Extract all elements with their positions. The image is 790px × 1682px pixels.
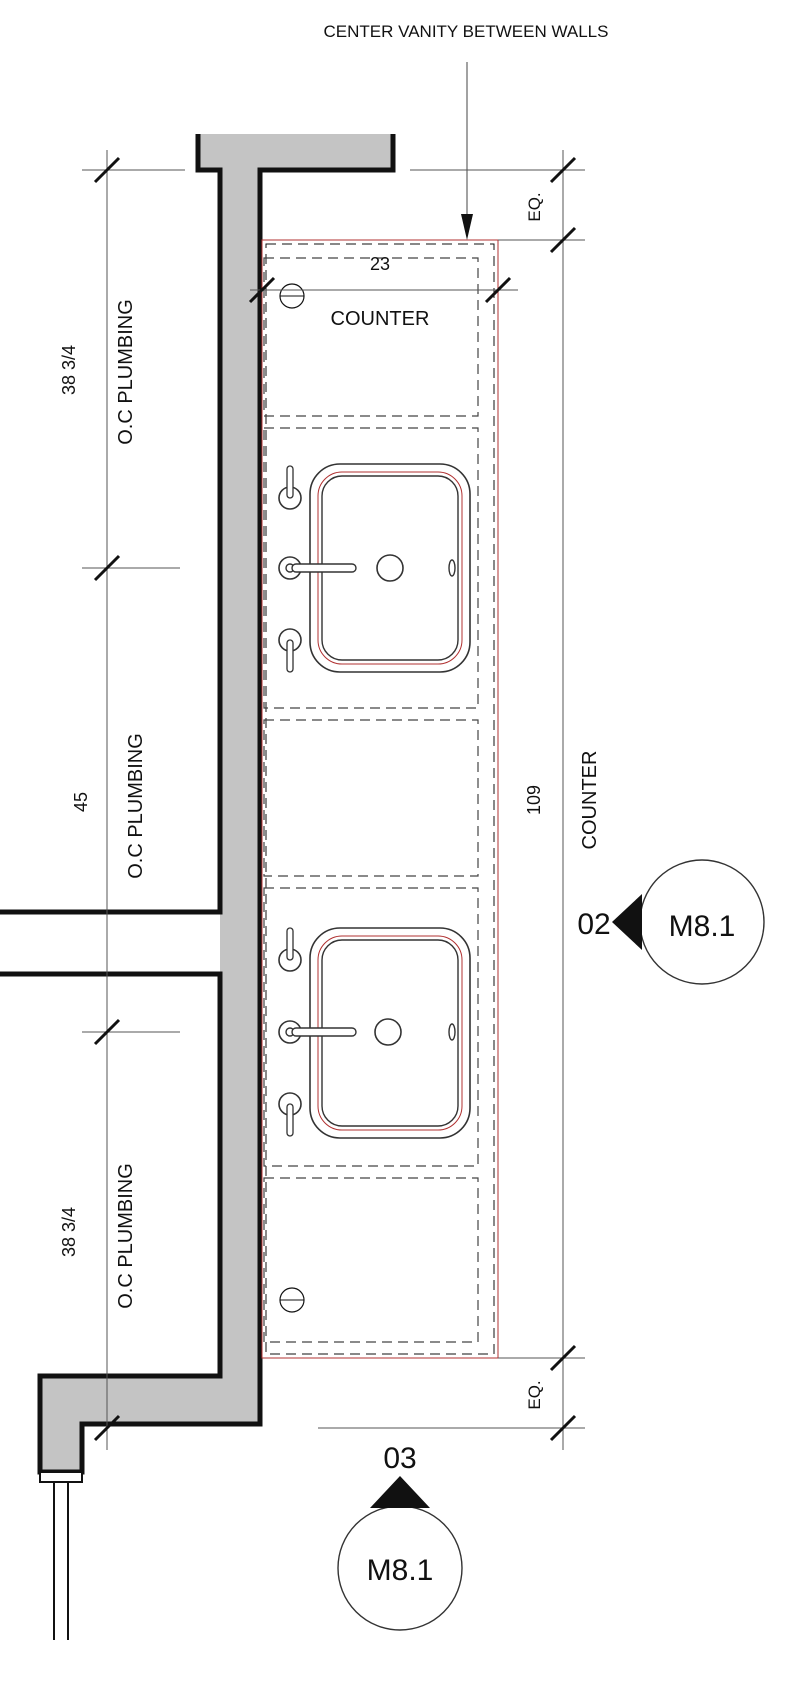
cabinet-5 (263, 1177, 479, 1343)
section-marker-bottom[interactable]: 03 M8.1 (337, 1442, 463, 1631)
section-arrow-left-icon (612, 894, 642, 950)
main-wall (0, 134, 393, 1472)
overflow-icon (448, 559, 456, 577)
pipe-cap (39, 1471, 83, 1483)
length-dimension: 109 (524, 785, 544, 815)
eq-bottom-label: EQ. (525, 1380, 544, 1409)
sink-upper (278, 463, 471, 673)
counter-side-label: COUNTER (579, 751, 601, 850)
wall-fill-foot (40, 1424, 82, 1472)
section-arrow-up-icon (370, 1476, 430, 1508)
plumbing-mid-dimension: 45 (71, 792, 91, 812)
annotations: CENTER VANITY BETWEEN WALLS 23 COUNTER E… (59, 22, 608, 1410)
overflow-icon (448, 1023, 456, 1041)
section-bottom-sheet: M8.1 (367, 1554, 434, 1587)
cabinet-1 (263, 257, 479, 417)
section-bottom-number: 03 (383, 1442, 416, 1475)
counter (261, 239, 499, 1359)
sink-lower (278, 927, 471, 1139)
wall-outline-left-upper (0, 134, 223, 915)
cabinet-2 (263, 427, 479, 709)
oc-plumbing-mid-label: O.C PLUMBING (125, 733, 147, 879)
plumbing-top-dimension: 38 3/4 (59, 345, 79, 395)
wall-outline-left-lower (0, 134, 396, 1475)
section-right-number: 02 (577, 908, 610, 941)
cabinet-4 (263, 887, 479, 1167)
counter-edge (261, 239, 499, 1359)
oc-plumbing-bottom-label: O.C PLUMBING (115, 1163, 137, 1309)
oc-plumbing-top-label: O.C PLUMBING (115, 299, 137, 445)
depth-dimension: 23 (370, 254, 390, 274)
dimension-lines (82, 62, 585, 1450)
plumbing-bottom-dimension: 38 3/4 (59, 1207, 79, 1257)
drain-icon (374, 1018, 402, 1046)
drain-icon (376, 554, 404, 582)
eq-top-label: EQ. (525, 192, 544, 221)
counter-inner (265, 243, 495, 1355)
wall-fill (220, 170, 260, 1424)
arrow-down-icon (461, 214, 473, 240)
wall-fill-top (198, 134, 393, 170)
walls (0, 134, 396, 1640)
center-vanity-note: CENTER VANITY BETWEEN WALLS (324, 22, 609, 41)
section-right-sheet: M8.1 (669, 910, 736, 943)
counter-label: COUNTER (331, 308, 430, 330)
wall-fill-corner (40, 1376, 260, 1424)
section-marker-right[interactable]: 02 M8.1 (577, 859, 765, 985)
cabinet-3 (263, 719, 479, 877)
